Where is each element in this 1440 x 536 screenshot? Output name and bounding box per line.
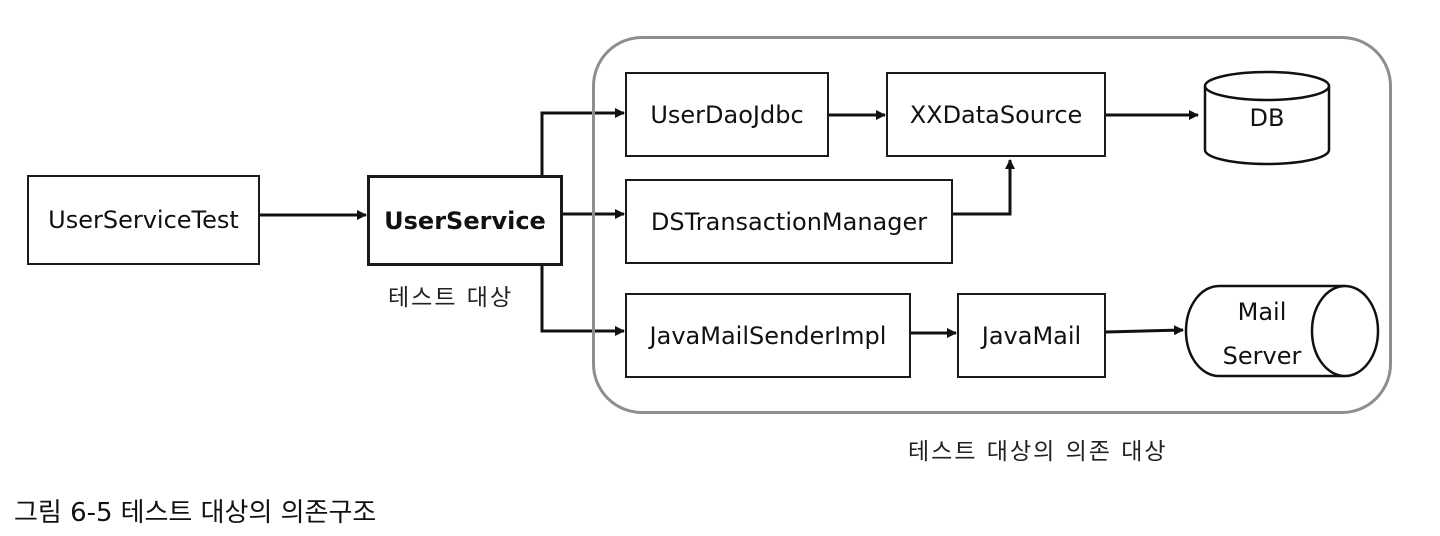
arrow-javamail-to-mailserver (1105, 325, 1184, 336)
node-xx-data-source: XXDataSource (886, 72, 1106, 157)
node-user-service-test-label: UserServiceTest (48, 206, 239, 234)
node-user-dao-jdbc-label: UserDaoJdbc (650, 100, 804, 129)
diagram-connectors (260, 70, 1380, 378)
db-cylinder (1203, 70, 1331, 166)
node-ds-transaction-manager-label: DSTransactionManager (650, 207, 928, 236)
node-java-mail-label: JavaMail (981, 321, 1082, 350)
node-user-service-test: UserServiceTest (27, 175, 260, 265)
node-java-mail-sender-impl: JavaMailSenderImpl (625, 293, 911, 378)
node-mail-server-label-line1: Mail (1237, 298, 1287, 326)
arrow-txmanager-to-datasource (953, 159, 1015, 216)
caption-dependency-target: 테스트 대상의 의존 대상 (908, 439, 1168, 465)
node-xx-data-source-label: XXDataSource (909, 100, 1083, 129)
mail-server-cylinder (1184, 284, 1380, 378)
node-db-label: DB (1249, 104, 1285, 132)
node-java-mail-sender-impl-label: JavaMailSenderImpl (649, 321, 887, 350)
figure-number: 그림 6-5 (14, 498, 113, 528)
caption-test-target: 테스트 대상 (388, 285, 514, 311)
arrow-service-to-dao (540, 108, 625, 176)
dependency-diagram: UserServiceTest UserService UserDaoJdbc … (27, 36, 1392, 465)
node-user-service-label: UserService (384, 206, 546, 235)
node-user-service: UserService (367, 175, 563, 266)
node-ds-transaction-manager: DSTransactionManager (625, 179, 953, 264)
node-mail-server-label-line2: Server (1222, 342, 1302, 370)
figure-title: 테스트 대상의 의존구조 (120, 498, 377, 528)
arrow-service-to-mailsender (540, 266, 625, 336)
node-java-mail: JavaMail (957, 293, 1106, 378)
node-user-dao-jdbc: UserDaoJdbc (625, 72, 829, 157)
dependency-group-boundary (592, 36, 1392, 414)
